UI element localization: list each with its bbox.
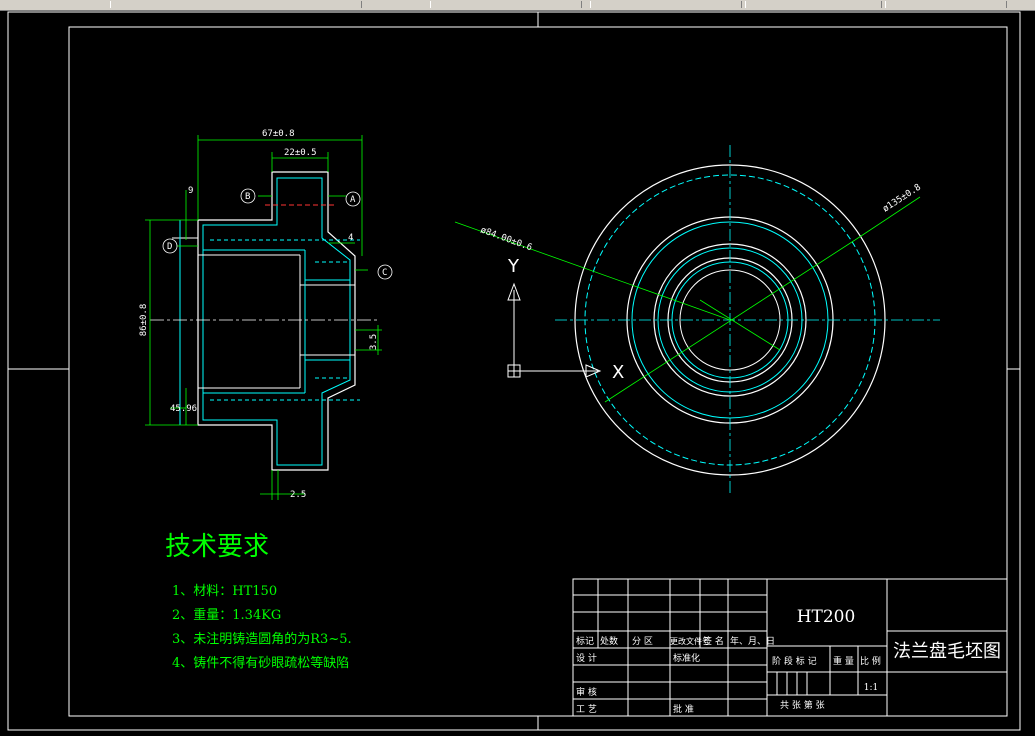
tb-approve: 批 准 [673,703,694,715]
front-view: ø84.00±0.6 ø135±0.8 [454,145,940,495]
material-label: HT200 [797,607,856,627]
tb-change-file: 更改文件号 [670,636,710,646]
scale-value: 1:1 [864,683,878,693]
toolbar-segment[interactable] [430,1,582,8]
tb-stage: 阶 段 标 记 [772,655,817,667]
tb-sheets: 共 张 第 张 [780,699,825,711]
datum-symbols [162,188,393,280]
datum-c: C [382,268,387,278]
dim-25: 2.5 [290,490,306,500]
tb-mark: 标记 [576,635,594,647]
tech-item: 3、未注明铸造圆角的为R3~5. [172,631,352,647]
tech-item: 1、材料：HT150 [172,584,277,599]
datum-d-circle [162,238,178,254]
drawing-name: 法兰盘毛坯图 [893,641,1001,662]
tb-review: 审 核 [576,686,597,698]
tech-title: 技术要求 [165,532,269,562]
title-block-text: HT200 法兰盘毛坯图 1:1 标记 处数 分 区 更改文件号 签 名 年、月… [576,607,1001,715]
cad-drawing: 67±0.8 22±0.5 9 4 86±0.8 3.5 45.96 2.5 B… [7,11,1021,731]
axis-y-label: Y [507,256,520,277]
dim-labels: 67±0.8 22±0.5 9 4 86±0.8 3.5 45.96 2.5 [139,129,379,500]
datum-d: D [167,242,172,252]
datum-c-circle [377,264,393,280]
dim-35: 3.5 [369,334,379,350]
tech-requirements: 技术要求 1、材料：HT150 2、重量：1.34KG 3、未注明铸造圆角的为R… [165,532,352,671]
tech-item: 2、重量：1.34KG [172,607,281,623]
side-view: 67±0.8 22±0.5 9 4 86±0.8 3.5 45.96 2.5 B… [139,129,393,500]
datum-a-circle [345,191,361,207]
dim-67: 67±0.8 [262,129,295,139]
tb-sign: 签 名 [703,635,724,647]
sheet-border [7,11,1021,731]
axis-x-label: X [612,362,624,383]
dim-dia135: ø135±0.8 [881,183,923,215]
toolbar [0,0,1035,11]
drawing-canvas[interactable]: 67±0.8 22±0.5 9 4 86±0.8 3.5 45.96 2.5 B… [0,11,1035,736]
dim-dia84: ø84.00±0.6 [479,225,533,253]
title-block [572,578,1008,717]
tb-weight: 重 量 [833,655,854,667]
dim-4: 4 [348,233,353,243]
datum-a: A [350,195,356,205]
tb-design: 设 计 [576,652,597,664]
tech-item: 4、铸件不得有砂眼疏松等缺陷 [172,655,349,671]
dim-9: 9 [188,186,193,196]
ucs-icon [507,282,602,378]
tb-count: 处数 [600,635,618,647]
dim-22: 22±0.5 [284,148,317,158]
toolbar-segment[interactable] [590,1,742,8]
tb-process: 工 艺 [576,704,597,715]
toolbar-segment[interactable] [885,1,1007,8]
tb-date: 年、月、日 [730,635,775,647]
toolbar-segment[interactable] [110,1,362,8]
tb-ratio: 比 例 [860,655,881,667]
tb-zone: 分 区 [632,636,653,647]
datum-b: B [245,192,250,202]
dim-45: 45.96 [170,404,197,414]
dim-86: 86±0.8 [139,304,149,337]
tb-standard: 标准化 [673,652,700,664]
toolbar-segment[interactable] [745,1,882,8]
datum-b-circle [240,188,256,204]
